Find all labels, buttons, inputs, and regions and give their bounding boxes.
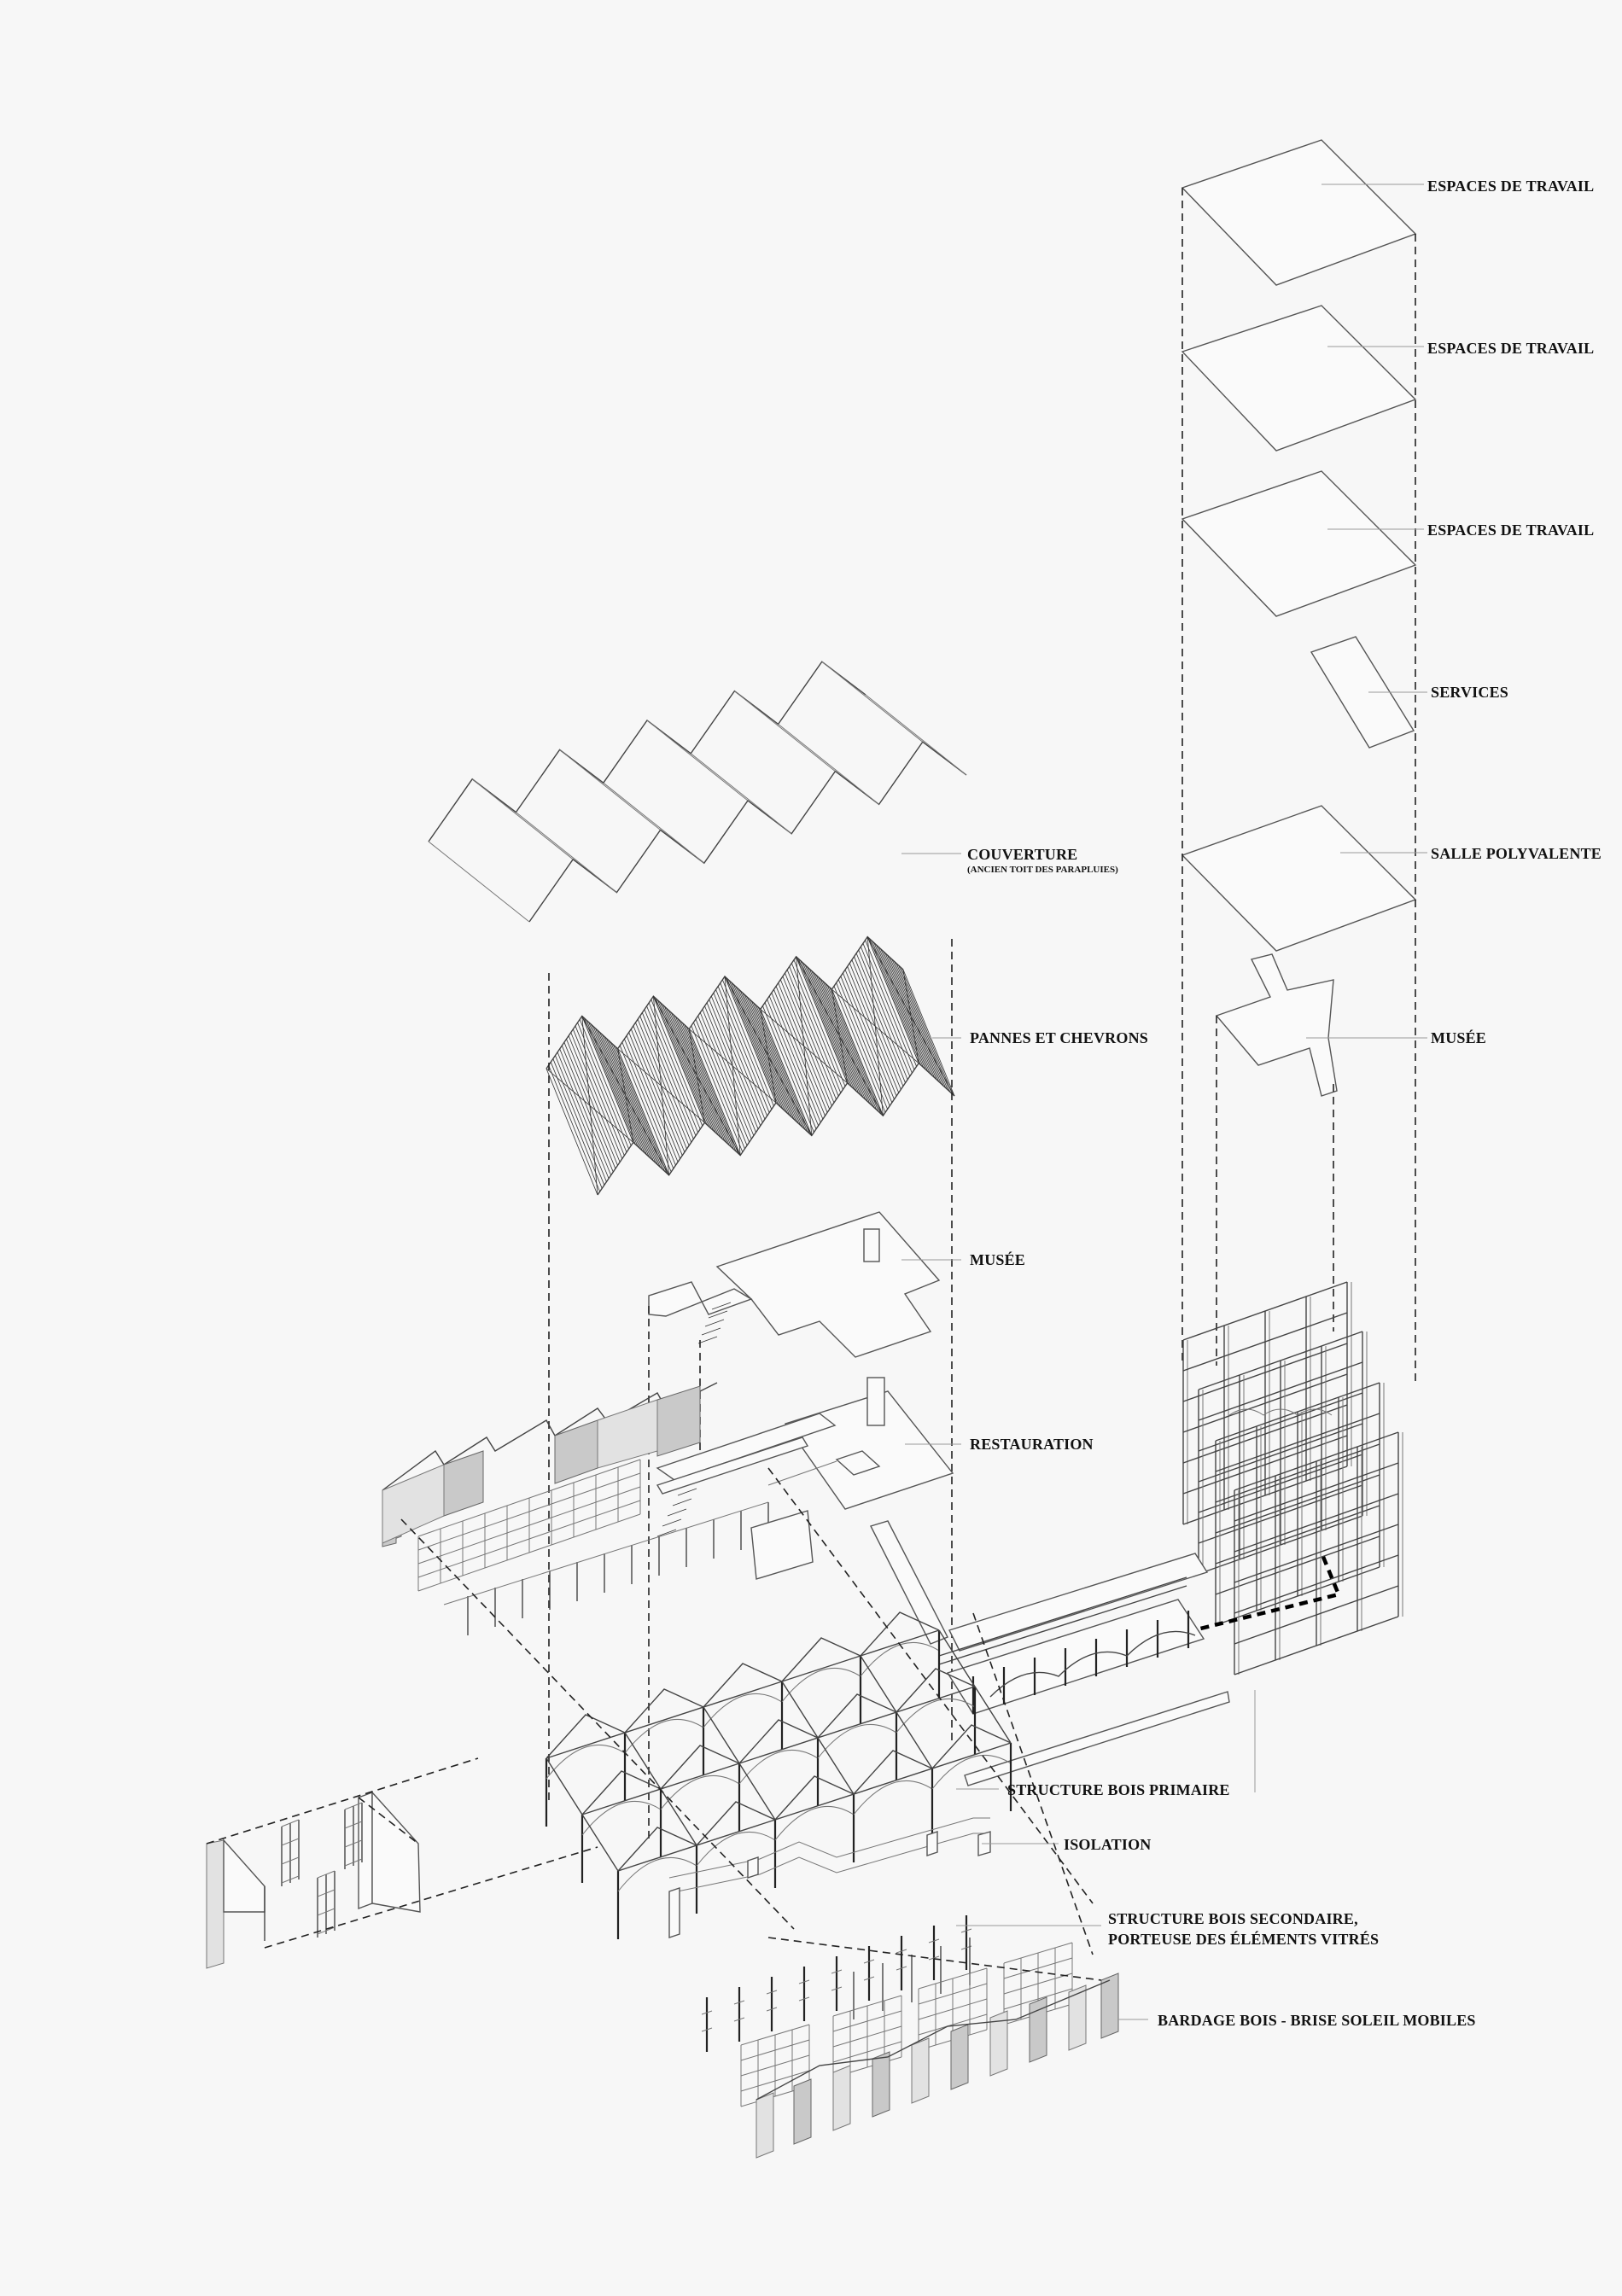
floor-plate-salle — [1181, 805, 1417, 952]
label-espaces-3: ESPACES DE TRAVAIL — [1427, 522, 1594, 539]
lower-connector-building — [869, 1520, 1230, 1786]
timber-cladding — [740, 1942, 1119, 2159]
gable-end-fragments — [206, 1791, 421, 1969]
label-restauration: RESTAURATION — [970, 1436, 1094, 1453]
floor-plate-espaces-2 — [1181, 305, 1417, 452]
label-structure-primaire: STRUCTURE BOIS PRIMAIRE — [1007, 1781, 1230, 1798]
label-pannes-chevrons: PANNES ET CHEVRONS — [970, 1029, 1148, 1046]
label-espaces-2: ESPACES DE TRAVAIL — [1427, 340, 1594, 357]
restauration-level — [656, 1377, 954, 1537]
floor-plate-musee-right — [1215, 953, 1338, 1097]
label-structure-secondaire-2: PORTEUSE DES ÉLÉMENTS VITRÉS — [1108, 1930, 1379, 1948]
label-couverture: COUVERTURE — [967, 846, 1077, 863]
label-isolation: ISOLATION — [1064, 1836, 1152, 1853]
left-elevation-facade — [382, 1382, 837, 1635]
label-musee-left: MUSÉE — [970, 1250, 1025, 1268]
floor-plate-espaces-3 — [1181, 470, 1417, 617]
gable-dashed-guides — [206, 1757, 598, 1949]
floor-plate-espaces-1 — [1181, 139, 1417, 286]
plan-dashed-outlines — [400, 1467, 1102, 1981]
tower-dashed-guides — [1181, 188, 1416, 1383]
leader-lines — [901, 184, 1427, 2020]
labels: ESPACES DE TRAVAIL ESPACES DE TRAVAIL ES… — [967, 178, 1602, 2029]
secondary-timber-structure — [701, 1915, 972, 2052]
label-espaces-1: ESPACES DE TRAVAIL — [1427, 178, 1594, 195]
label-couverture-sub: (ANCIEN TOIT DES PARAPLUIES) — [967, 865, 1118, 875]
insulation-layer — [668, 1817, 991, 1938]
primary-timber-structure — [545, 1611, 1012, 1939]
floor-plate-services — [1310, 636, 1415, 749]
label-structure-secondaire-1: STRUCTURE BOIS SECONDAIRE, — [1108, 1910, 1358, 1927]
label-bardage: BARDAGE BOIS - BRISE SOLEIL MOBILES — [1158, 2012, 1476, 2029]
roof-couverture — [428, 661, 967, 923]
musee-level — [648, 1211, 941, 1844]
roof-dashed-guides — [548, 939, 953, 1801]
label-services: SERVICES — [1431, 684, 1508, 701]
label-musee-right: MUSÉE — [1431, 1029, 1486, 1046]
tower-frame — [1182, 1281, 1403, 1675]
tower-floor-plates — [1181, 139, 1417, 1097]
roof-purlins-rafters — [546, 935, 955, 1196]
label-salle-polyvalente: SALLE POLYVALENTE — [1431, 845, 1602, 862]
